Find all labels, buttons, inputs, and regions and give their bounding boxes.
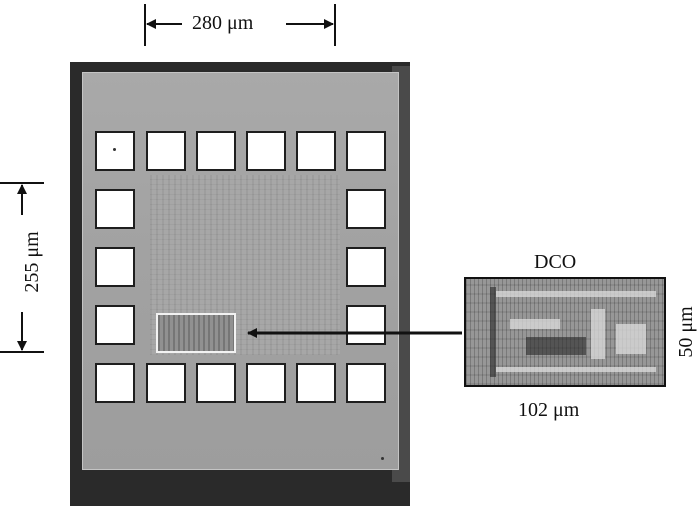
bond-pad <box>296 363 336 403</box>
bond-pad <box>95 131 135 171</box>
die-height-label: 255 μm <box>21 227 43 297</box>
bond-pad <box>346 247 386 287</box>
dco-highlight-box <box>156 313 236 353</box>
dco-metal-rail <box>496 291 656 297</box>
surface-speck <box>381 457 384 460</box>
dco-cell-block <box>616 324 646 354</box>
bond-pad <box>95 305 135 345</box>
bond-pad <box>196 131 236 171</box>
dco-title-label: DCO <box>534 251 577 273</box>
dco-zoom-inset <box>464 277 666 387</box>
dco-metal-rail <box>496 367 656 372</box>
bond-pad <box>246 131 286 171</box>
dco-width-label: 102 μm <box>518 399 580 421</box>
dco-cell-block <box>510 319 560 329</box>
bond-pad <box>346 363 386 403</box>
bond-pad <box>296 131 336 171</box>
bond-pad <box>246 363 286 403</box>
bond-pad <box>146 363 186 403</box>
die-width-label: 280 μm <box>188 13 258 33</box>
bond-pad <box>196 363 236 403</box>
dco-height-label: 50 μm <box>675 306 697 358</box>
bond-pad <box>95 363 135 403</box>
dco-cell-block <box>591 309 605 359</box>
bond-pad <box>95 247 135 287</box>
dco-vertical-bus <box>490 287 496 377</box>
surface-speck <box>113 148 116 151</box>
bond-pad <box>146 131 186 171</box>
dco-transistor-array <box>526 337 586 355</box>
bond-pad <box>95 189 135 229</box>
bond-pad <box>346 305 386 345</box>
bond-pad <box>346 189 386 229</box>
bond-pad <box>346 131 386 171</box>
